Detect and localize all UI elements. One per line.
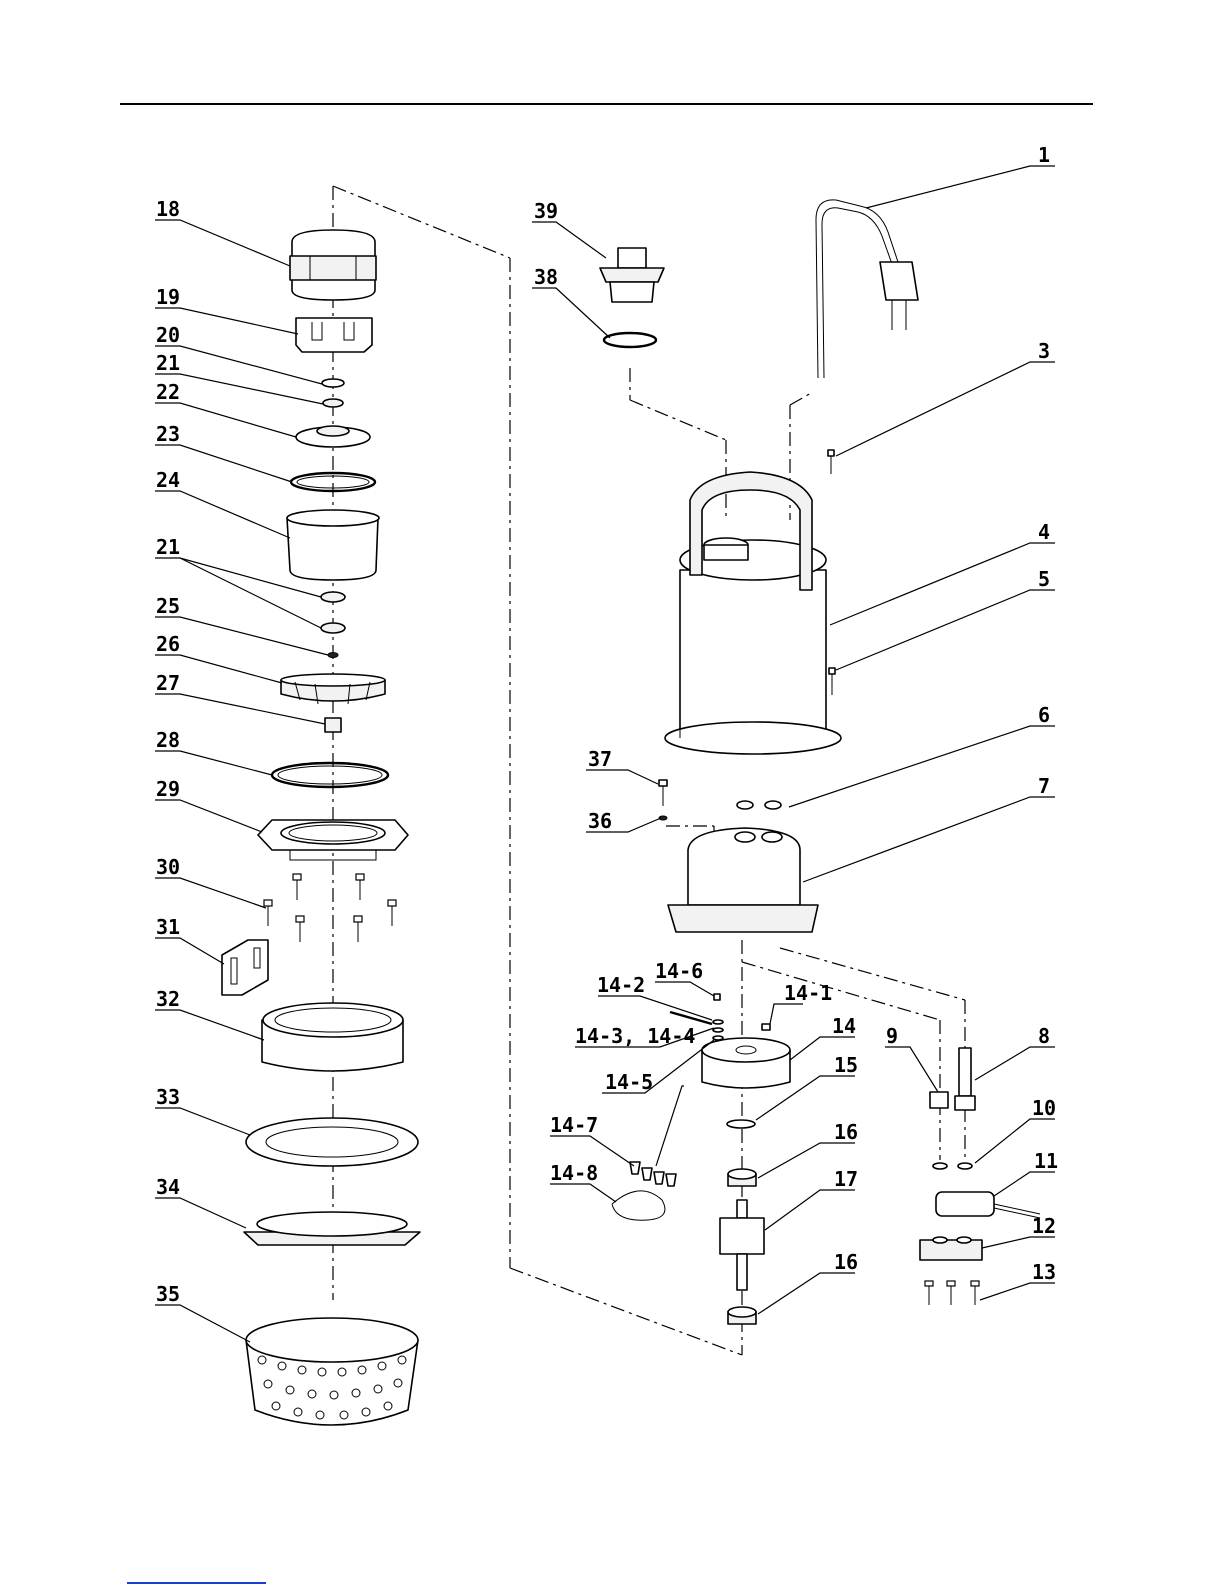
callout-6: 6 xyxy=(1038,703,1050,727)
part-35-strainer-basket xyxy=(246,1318,418,1425)
callout-29: 29 xyxy=(156,777,180,801)
callout-21-lower: 21 xyxy=(156,535,180,559)
part-38-o-ring xyxy=(604,333,656,347)
part-4-motor-housing xyxy=(665,472,841,754)
callout-14-5: 14-5 xyxy=(605,1070,653,1094)
part-25-small-washer xyxy=(328,653,338,658)
part-14-1-clip xyxy=(762,1024,770,1030)
callout-14-2: 14-2 xyxy=(597,973,645,997)
part-17-rotor-shaft xyxy=(720,1200,764,1290)
part-23-o-ring xyxy=(291,473,375,491)
callout-7: 7 xyxy=(1038,774,1050,798)
callout-18: 18 xyxy=(156,197,180,221)
part-39-outlet-fitting xyxy=(600,248,664,302)
callout-14-7: 14-7 xyxy=(550,1113,598,1137)
callout-30: 30 xyxy=(156,855,180,879)
callout-37: 37 xyxy=(588,747,612,771)
part-7-motor-body xyxy=(668,828,818,932)
part-16-bearing-upper xyxy=(728,1169,756,1186)
part-12-capacitor-bracket xyxy=(920,1237,982,1260)
part-9-float-cap xyxy=(930,1092,948,1108)
part-31-bracket xyxy=(222,940,268,995)
callout-12: 12 xyxy=(1032,1214,1056,1238)
callout-14-6: 14-6 xyxy=(655,959,703,983)
part-14-stator xyxy=(702,1038,790,1088)
part-26-impeller xyxy=(281,674,385,704)
callout-14-8: 14-8 xyxy=(550,1161,598,1185)
callout-14-1: 14-1 xyxy=(784,981,832,1005)
callout-4: 4 xyxy=(1038,520,1050,544)
callout-16-lower: 16 xyxy=(834,1250,858,1274)
part-20-washer xyxy=(322,379,344,387)
callout-17: 17 xyxy=(834,1167,858,1191)
callout-27: 27 xyxy=(156,671,180,695)
part-14-6-screw xyxy=(714,994,720,1000)
callout-34: 34 xyxy=(156,1175,180,1199)
callout-35: 35 xyxy=(156,1282,180,1306)
part-19-spring-clip xyxy=(296,318,372,352)
part-6-seals xyxy=(737,801,781,809)
callout-23: 23 xyxy=(156,422,180,446)
part-18-top-cap xyxy=(290,230,376,300)
part-16-bearing-lower xyxy=(728,1307,756,1324)
callout-32: 32 xyxy=(156,987,180,1011)
callout-19: 19 xyxy=(156,285,180,309)
callout-15: 15 xyxy=(834,1053,858,1077)
callout-24: 24 xyxy=(156,468,180,492)
part-21-ring-upper xyxy=(323,399,343,407)
callout-1: 1 xyxy=(1038,143,1050,167)
callout-5: 5 xyxy=(1038,567,1050,591)
part-34-base xyxy=(244,1212,420,1245)
callout-39: 39 xyxy=(534,199,558,223)
part-13-screws xyxy=(925,1281,979,1305)
callout-8: 8 xyxy=(1038,1024,1050,1048)
part-11-capacitor xyxy=(936,1192,1040,1218)
part-15-washer xyxy=(727,1120,755,1128)
callout-9: 9 xyxy=(886,1024,898,1048)
callout-31: 31 xyxy=(156,915,180,939)
callout-22: 22 xyxy=(156,380,180,404)
part-14-8-wire-loop xyxy=(612,1191,665,1220)
part-10-washers xyxy=(933,1163,972,1169)
callout-25: 25 xyxy=(156,594,180,618)
callout-28: 28 xyxy=(156,728,180,752)
part-21-ring-a xyxy=(321,592,345,602)
callout-14-3-14-4: 14-3, 14-4 xyxy=(575,1024,695,1048)
callout-14: 14 xyxy=(832,1014,856,1038)
part-22-disc xyxy=(296,426,370,447)
callout-20: 20 xyxy=(156,323,180,347)
part-27-nut xyxy=(325,718,341,732)
part-30-screws xyxy=(264,874,396,942)
part-32-outer-ring xyxy=(262,1003,403,1071)
callout-38: 38 xyxy=(534,265,558,289)
callout-11: 11 xyxy=(1034,1149,1058,1173)
part-37-bolt xyxy=(659,780,667,806)
callout-3: 3 xyxy=(1038,339,1050,363)
callout-36: 36 xyxy=(588,809,612,833)
part-14-7-connectors xyxy=(630,1162,676,1186)
part-28-gasket-ring xyxy=(272,763,388,787)
part-8-float-rod xyxy=(955,1048,975,1110)
part-33-base-plate-ring xyxy=(246,1118,418,1166)
callout-16-upper: 16 xyxy=(834,1120,858,1144)
part-21-ring-b xyxy=(321,623,345,633)
callout-13: 13 xyxy=(1032,1260,1056,1284)
part-3-screw xyxy=(828,450,834,474)
part-14-3-14-4-washers xyxy=(713,1020,723,1040)
part-5-screw xyxy=(829,668,835,695)
callout-21-upper: 21 xyxy=(156,351,180,375)
callout-10: 10 xyxy=(1032,1096,1056,1120)
part-24-cylinder-housing xyxy=(287,510,379,580)
callout-33: 33 xyxy=(156,1085,180,1109)
callout-26: 26 xyxy=(156,632,180,656)
part-1-power-cable xyxy=(816,200,918,378)
